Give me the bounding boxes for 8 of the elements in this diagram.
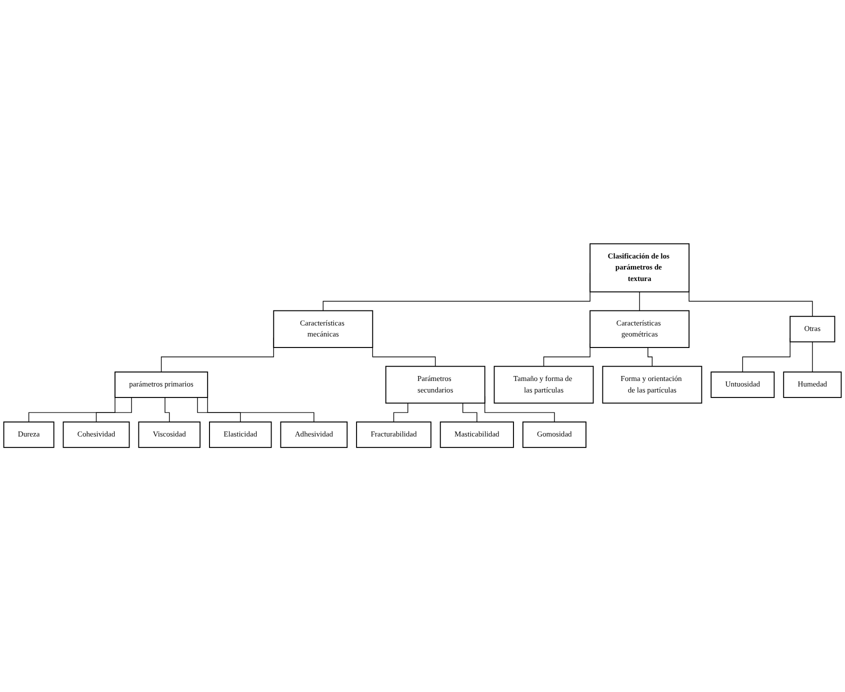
connector bbox=[812, 342, 813, 373]
connector bbox=[648, 348, 653, 368]
connector bbox=[393, 403, 408, 423]
connector bbox=[164, 398, 170, 423]
connector bbox=[96, 398, 132, 423]
connector bbox=[462, 403, 478, 423]
connector bbox=[639, 292, 640, 312]
connector bbox=[197, 398, 241, 423]
